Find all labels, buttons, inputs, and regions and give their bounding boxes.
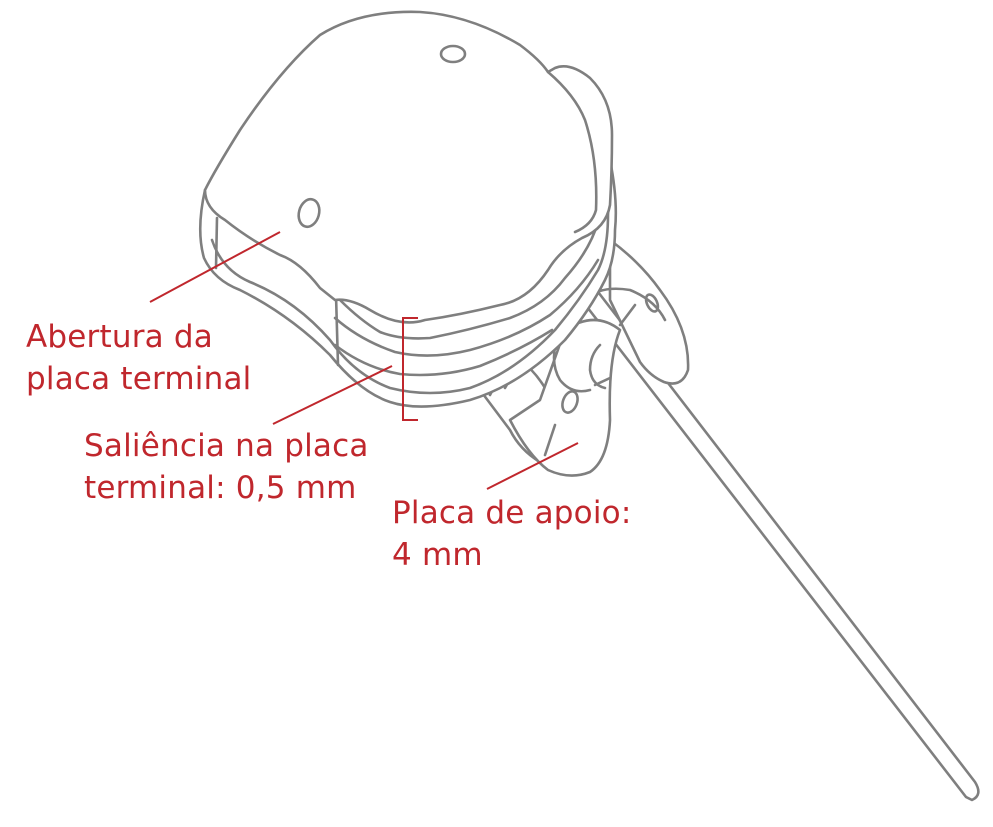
leader-opening — [149, 231, 281, 303]
top-hole — [439, 44, 467, 64]
leader-protrusion — [272, 365, 393, 425]
leader-support-plate — [486, 442, 579, 490]
label-support-plate: Placa de apoio: 4 mm — [392, 492, 631, 576]
annotations — [149, 231, 579, 490]
label-line: 4 mm — [392, 537, 483, 573]
label-line: placa terminal — [26, 361, 252, 397]
rod — [558, 260, 980, 802]
label-terminal-plate-protrusion: Saliência na placa terminal: 0,5 mm — [84, 425, 369, 509]
label-line: Placa de apoio: — [392, 495, 632, 531]
label-line: Saliência na placa — [84, 428, 369, 464]
label-line: terminal: 0,5 mm — [84, 470, 357, 506]
label-terminal-plate-opening: Abertura da placa terminal — [26, 316, 251, 400]
top-shell — [203, 10, 614, 324]
side-hole — [297, 197, 321, 229]
thickness-bracket — [402, 317, 418, 421]
label-line: Abertura da — [26, 319, 213, 355]
